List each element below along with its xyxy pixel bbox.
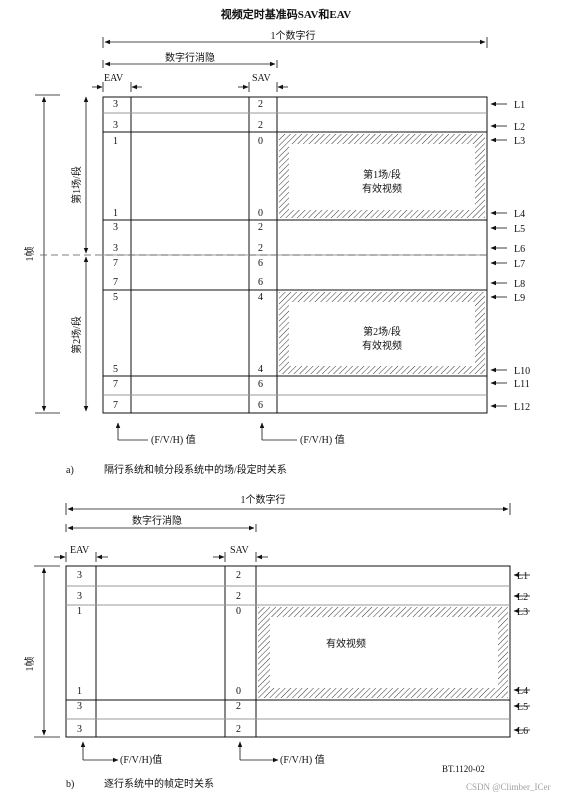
- sav-value: 2: [236, 701, 241, 712]
- line-marker-label: L7: [514, 259, 525, 270]
- line-marker-label: L3: [517, 607, 528, 618]
- eav-values-b: 3 3 1 1 3 3: [77, 570, 82, 735]
- active-video-frame: 有效视频: [258, 607, 508, 698]
- eav-value: 7: [113, 258, 118, 269]
- diagram-a: 1个数字行 数字行消隐 EAV SAV 1帧 第1场/段 第2场/段: [23, 29, 530, 476]
- diagram-b: 1个数字行 数字行消隐 EAV SAV 1帧 有效视频 3 3 1 1 3: [23, 493, 530, 790]
- line-marker-label: L2: [517, 592, 528, 603]
- eav-values: 3 3 1 1 3 3 7 7 5 5 7 7: [113, 99, 118, 411]
- line-marker-label: L10: [514, 366, 530, 377]
- blanking-label-b: 数字行消隐: [132, 514, 182, 527]
- figure-code: BT.1120-02: [442, 764, 485, 774]
- eav-label-b: EAV: [70, 545, 90, 556]
- line-marker-label: L1: [517, 571, 528, 582]
- line-marker-label: L8: [514, 279, 525, 290]
- eav-value: 3: [77, 591, 82, 602]
- sav-value: 0: [258, 208, 263, 219]
- sav-value: 0: [258, 136, 263, 147]
- sav-label-b: SAV: [230, 545, 249, 556]
- eav-label: EAV: [104, 73, 124, 84]
- eav-value: 5: [113, 292, 118, 303]
- sav-value: 6: [258, 379, 263, 390]
- eav-value: 5: [113, 364, 118, 375]
- line-marker-label: L11: [514, 379, 530, 390]
- svg-text:第2场/段: 第2场/段: [363, 325, 401, 338]
- eav-value: 3: [77, 724, 82, 735]
- line-marker-label: L5: [514, 224, 525, 235]
- line-marker-label: L2: [514, 122, 525, 133]
- sav-value: 2: [258, 222, 263, 233]
- caption-b: 逐行系统中的帧定时关系: [104, 777, 214, 790]
- svg-text:有效视频: 有效视频: [326, 637, 366, 650]
- eav-value: 3: [113, 222, 118, 233]
- sav-value: 2: [236, 570, 241, 581]
- active-video-field1: 第1场/段 有效视频: [279, 134, 485, 218]
- eav-value: 1: [77, 606, 82, 617]
- eav-value: 1: [77, 686, 82, 697]
- line-marker-label: L1: [514, 100, 525, 111]
- digital-line-label-b: 1个数字行: [241, 493, 286, 506]
- active-video-field2: 第2场/段 有效视频: [279, 292, 485, 374]
- field2-label: 第2场/段: [70, 316, 83, 354]
- sav-value: 2: [258, 99, 263, 110]
- eav-value: 7: [113, 379, 118, 390]
- sav-value: 4: [258, 292, 263, 303]
- fvh-value-sav: (F/V/H) 值: [300, 433, 345, 446]
- eav-value: 3: [77, 570, 82, 581]
- sav-value: 2: [236, 591, 241, 602]
- svg-text:第1场/段: 第1场/段: [363, 168, 401, 181]
- eav-value: 3: [113, 120, 118, 131]
- eav-value: 3: [113, 99, 118, 110]
- line-marker-label: L4: [514, 209, 525, 220]
- line-marker-label: L9: [514, 293, 525, 304]
- eav-value: 7: [113, 277, 118, 288]
- caption-a-letter: a): [66, 465, 74, 476]
- sav-value: 6: [258, 258, 263, 269]
- sav-value: 6: [258, 400, 263, 411]
- svg-text:有效视频: 有效视频: [362, 182, 402, 195]
- caption-a: 隔行系统和帧分段系统中的场/段定时关系: [104, 463, 287, 476]
- sav-values: 2 2 0 0 2 2 6 6 4 4 6 6: [258, 99, 263, 411]
- line-marker-label: L6: [517, 726, 528, 737]
- fvh-value-eav: (F/V/H) 值: [151, 433, 196, 446]
- sav-value: 6: [258, 277, 263, 288]
- fvh-value-sav-b: (F/V/H) 值: [280, 753, 325, 766]
- sav-value: 4: [258, 364, 263, 375]
- field1-label: 第1场/段: [70, 166, 83, 204]
- eav-value: 3: [77, 701, 82, 712]
- line-marker-label: L3: [514, 136, 525, 147]
- watermark: CSDN @Climber_ICer: [466, 782, 551, 792]
- frame-label-b: 1帧: [23, 657, 36, 672]
- eav-value: 7: [113, 400, 118, 411]
- sav-value: 2: [258, 243, 263, 254]
- line-marker-label: L6: [514, 244, 525, 255]
- eav-value: 1: [113, 136, 118, 147]
- sav-value: 2: [236, 724, 241, 735]
- sav-value: 0: [236, 686, 241, 697]
- fvh-value-eav-b: (F/V/H)值: [120, 753, 162, 766]
- sav-value: 2: [258, 120, 263, 131]
- line-marker-label: L5: [517, 702, 528, 713]
- sav-value: 0: [236, 606, 241, 617]
- caption-b-letter: b): [66, 779, 74, 790]
- sav-label: SAV: [252, 73, 271, 84]
- frame-label: 1帧: [23, 247, 36, 262]
- digital-line-label: 1个数字行: [271, 29, 316, 42]
- sav-values-b: 2 2 0 0 2 2: [236, 570, 241, 735]
- blanking-label: 数字行消隐: [165, 51, 215, 64]
- line-marker-label: L4: [517, 686, 528, 697]
- eav-value: 3: [113, 243, 118, 254]
- figure-title: 视频定时基准码SAV和EAV: [221, 7, 351, 21]
- svg-text:有效视频: 有效视频: [362, 339, 402, 352]
- eav-value: 1: [113, 208, 118, 219]
- frame-grid-b: [65, 565, 511, 738]
- line-marker-label: L12: [514, 402, 530, 413]
